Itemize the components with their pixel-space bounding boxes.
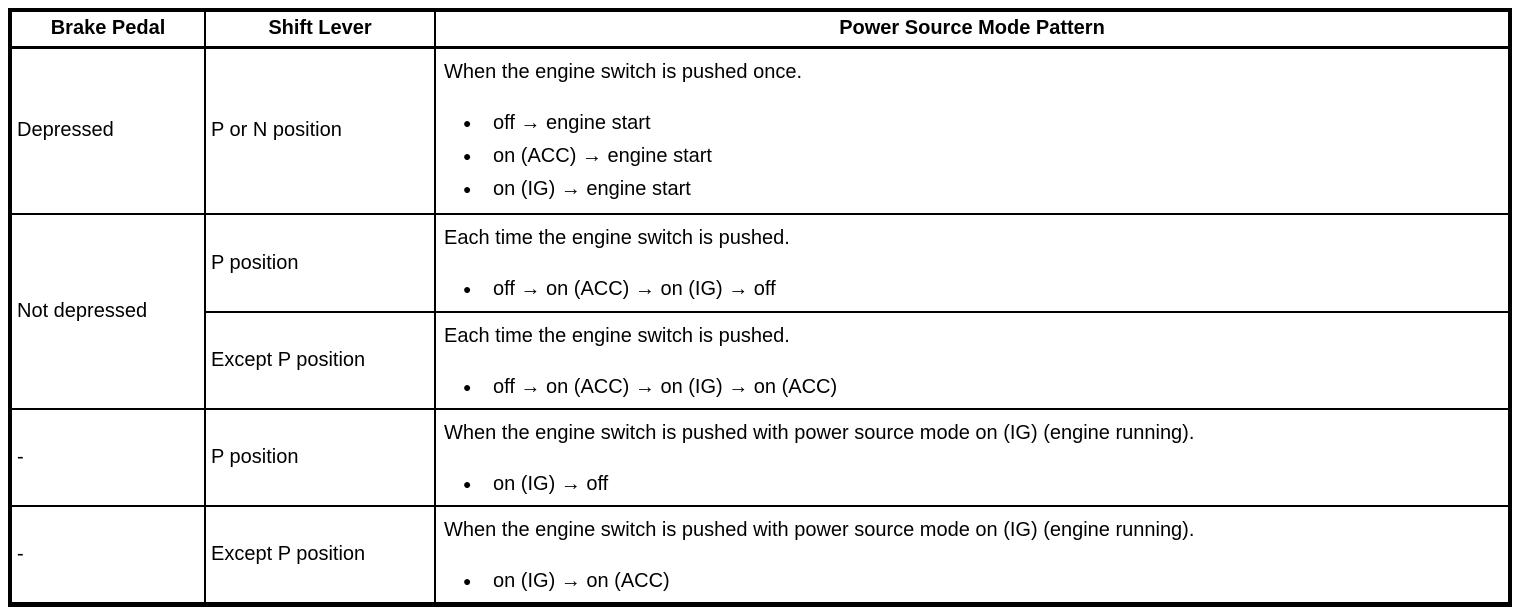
pattern-description: When the engine switch is pushed once. [444,60,802,83]
shift-lever-cell: Except P position [204,311,436,410]
table-row: Depressed P or N position When the engin… [9,46,1511,215]
shift-lever-cell: Except P position [204,505,436,606]
brake-pedal-cell: Not depressed [9,213,206,410]
pattern-description: Each time the engine switch is pushed. [444,227,790,249]
pattern-cell: Each time the engine switch is pushed. ●… [434,213,1511,313]
bullet-text: on (ACC) → engine start [493,144,712,167]
table-row: Except P position Each time the engine s… [10,311,1511,410]
pattern-cell: Each time the engine switch is pushed. ●… [434,311,1511,410]
table-header-row: Brake Pedal Shift Lever Power Source Mod… [9,9,1511,49]
pattern-description: When the engine switch is pushed with po… [444,519,1195,541]
pattern-cell: When the engine switch is pushed once. ●… [434,46,1511,215]
brake-pedal-cell: Depressed [9,46,206,215]
bullet-text: on (IG) → on (ACC) [493,570,670,592]
pattern-bullet-list: ● off → on (ACC) → on (IG) → off [444,273,1498,306]
list-item: ● off → on (ACC) → on (IG) → off [463,273,1498,306]
pattern-bullet-list: ● on (IG) → off [444,468,1498,501]
list-item: ● on (IG) → off [463,468,1498,501]
shift-lever-cell: P position [204,213,436,313]
column-header-shift-lever: Shift Lever [204,9,436,49]
bullet-text: off → engine start [493,111,651,134]
pattern-description: When the engine switch is pushed with po… [444,422,1195,444]
pattern-cell: When the engine switch is pushed with po… [434,505,1511,606]
pattern-cell: When the engine switch is pushed with po… [434,408,1511,507]
table-row: - Except P position When the engine swit… [9,505,1511,606]
brake-pedal-cell: - [9,505,206,606]
bullet-icon: ● [463,147,472,164]
brake-pedal-cell: - [9,408,206,507]
pattern-bullet-list: ● off → engine start ● on (ACC) → engine s… [444,107,1498,206]
pattern-bullet-list: ● off → on (ACC) → on (IG) → on (ACC) [444,371,1498,404]
table-row: - P position When the engine switch is p… [9,408,1511,507]
bullet-text: off → on (ACC) → on (IG) → on (ACC) [493,376,838,398]
bullet-icon: ● [463,573,472,589]
list-item: ● on (IG) → on (ACC) [463,565,1498,598]
table-row: Not depressed P position Each time the e… [9,213,1511,410]
bullet-icon: ● [463,281,472,297]
pattern-bullet-list: ● on (IG) → on (ACC) [444,565,1498,598]
column-header-pattern: Power Source Mode Pattern [434,9,1511,49]
bullet-icon: ● [463,114,472,131]
list-item: ● on (IG) → engine start [463,173,1498,206]
power-source-mode-table: Brake Pedal Shift Lever Power Source Mod… [8,8,1512,607]
bullet-text: off → on (ACC) → on (IG) → off [493,278,776,300]
shift-lever-cell: P or N position [204,46,436,215]
list-item: ● off → engine start [463,107,1498,140]
bullet-text: on (IG) → engine start [493,177,691,200]
bullet-icon: ● [463,379,472,395]
column-header-brake-pedal: Brake Pedal [9,9,206,49]
bullet-text: on (IG) → off [493,473,609,495]
pattern-description: Each time the engine switch is pushed. [444,325,790,347]
list-item: ● off → on (ACC) → on (IG) → on (ACC) [463,371,1498,404]
list-item: ● on (ACC) → engine start [463,140,1498,173]
bullet-icon: ● [463,180,472,197]
shift-lever-cell: P position [204,408,436,507]
bullet-icon: ● [463,476,472,492]
